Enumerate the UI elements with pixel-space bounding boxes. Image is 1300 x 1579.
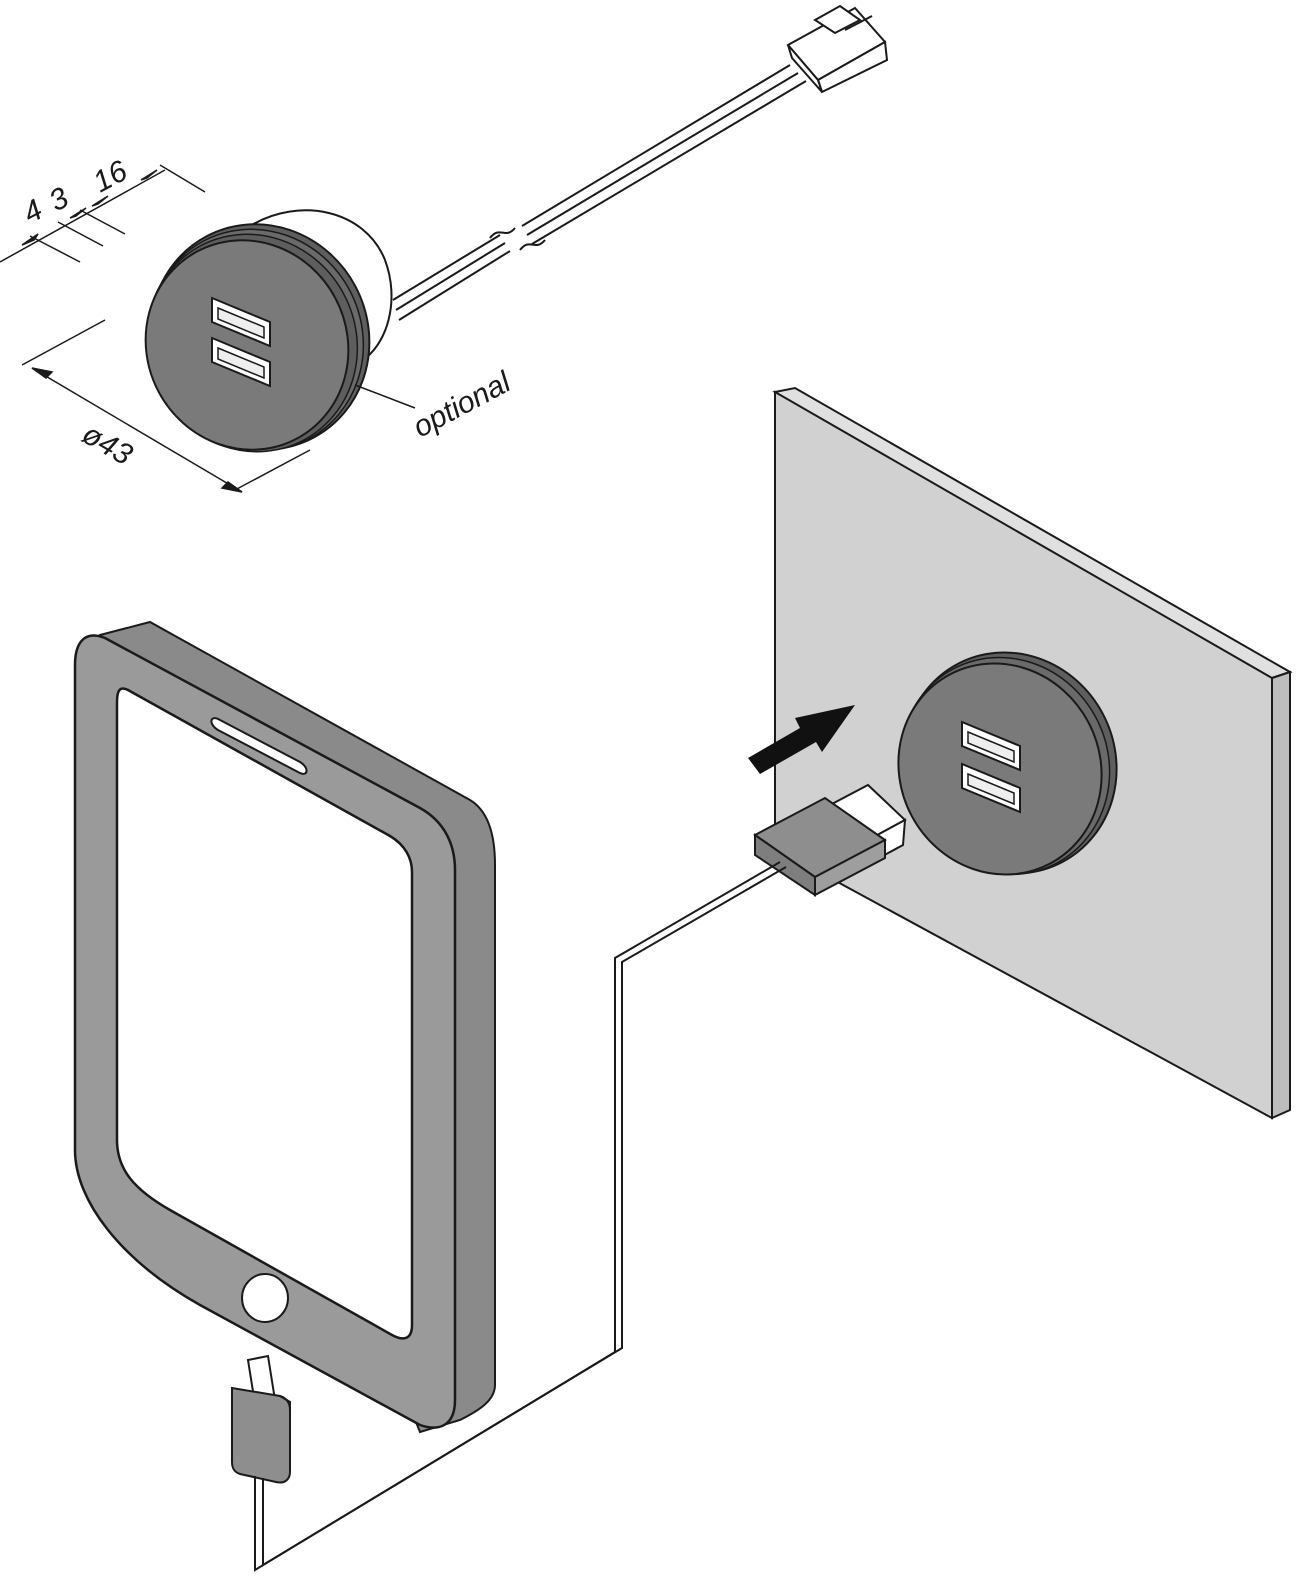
tablet-device-icon xyxy=(73,620,496,1434)
dimension-lines-depth xyxy=(0,164,206,263)
optional-label: optional xyxy=(408,365,517,444)
charging-cable xyxy=(254,861,787,1572)
usb-port-lower xyxy=(211,336,271,388)
dimension-label-3: 3 xyxy=(44,181,75,218)
socket-cable xyxy=(392,64,807,321)
usb-plug-icon xyxy=(753,783,907,897)
socket-detail-group: 4 3 16 ø43 optional xyxy=(0,4,889,493)
insert-arrow-icon xyxy=(748,705,855,774)
panel-socket-group xyxy=(897,651,1118,876)
dimension-lines-diameter xyxy=(21,319,311,493)
panel-usb-port-upper xyxy=(961,720,1021,772)
tablet-home-button xyxy=(241,1273,289,1323)
lightning-plug-icon xyxy=(231,1354,291,1484)
wire-connector-icon xyxy=(786,4,889,94)
optional-leader-line xyxy=(354,384,416,409)
dual-usb-socket-icon xyxy=(144,239,350,451)
dimension-label-4: 4 xyxy=(18,193,48,230)
panel-usb-port-lower xyxy=(961,762,1021,814)
usb-port-upper xyxy=(211,296,271,348)
